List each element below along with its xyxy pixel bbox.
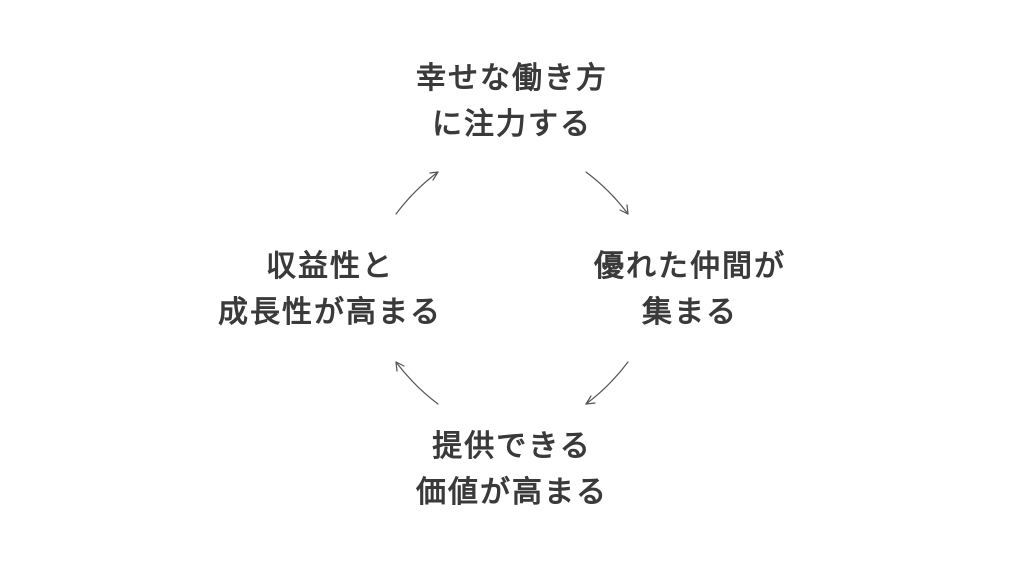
node-bottom-line2: 価値が高まる [416,475,608,510]
node-right-line1: 優れた仲間が [594,249,786,284]
node-top-line2: に注力する [432,107,592,142]
cycle-node-happy-work: 幸せな働き方 に注力する [362,56,662,148]
arrow-top-to-right [585,171,629,215]
node-bottom-line1: 提供できる [432,429,592,464]
node-left-line2: 成長性が高まる [218,295,442,330]
arrow-right-to-bottom [585,361,629,405]
node-right-line2: 集まる [642,295,738,330]
node-top-line1: 幸せな働き方 [416,61,608,96]
arrow-bottom-to-left [395,361,439,405]
cycle-node-great-peers: 優れた仲間が 集まる [540,244,840,336]
cycle-node-value: 提供できる 価値が高まる [362,424,662,516]
node-left-line1: 収益性と [266,249,394,284]
cycle-node-profit-growth: 収益性と 成長性が高まる [180,244,480,336]
arrow-left-to-top [395,171,439,215]
